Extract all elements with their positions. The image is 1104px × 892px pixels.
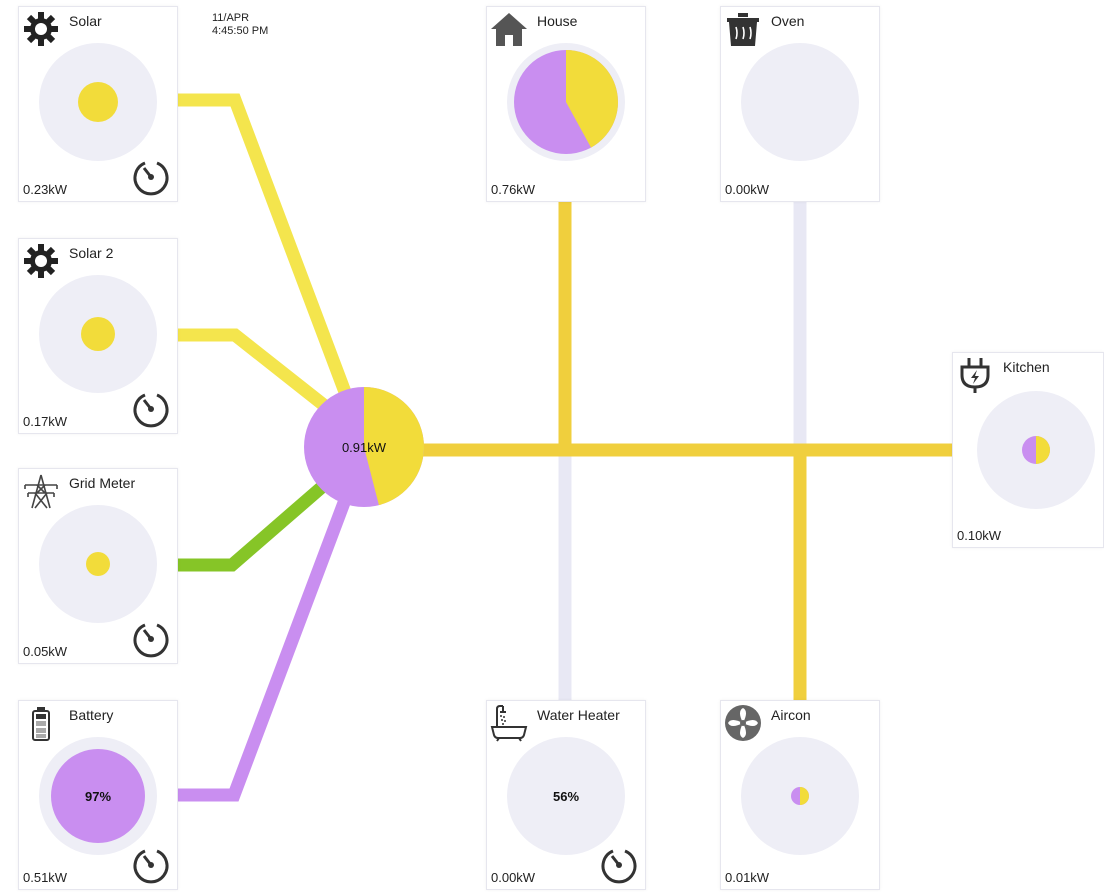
grid-meter-disc bbox=[39, 505, 157, 623]
water-heater-card[interactable]: Water Heater 56% 0.00kW bbox=[486, 700, 646, 890]
timestamp: 11/APR 4:45:50 PM bbox=[212, 12, 268, 38]
kitchen-card[interactable]: Kitchen 0.10kW bbox=[952, 352, 1104, 548]
solar-2-power: 0.17kW bbox=[23, 414, 68, 429]
timestamp-time: 4:45:50 PM bbox=[212, 25, 269, 37]
kitchen-pie bbox=[1022, 436, 1050, 464]
water-heater-title: Water Heater bbox=[537, 707, 620, 723]
gauge-icon[interactable] bbox=[131, 157, 171, 197]
aircon-disc bbox=[741, 737, 859, 855]
sun-icon bbox=[21, 9, 61, 49]
flow-solar bbox=[160, 93, 355, 403]
house-card[interactable]: House 0.76kW bbox=[486, 6, 646, 202]
aircon-title: Aircon bbox=[771, 707, 811, 723]
house-pie bbox=[514, 50, 619, 154]
grid-meter-card[interactable]: Grid Meter 0.05kW bbox=[18, 468, 178, 664]
flow-grid bbox=[158, 475, 335, 572]
oven-icon bbox=[723, 9, 763, 49]
flow-solar-2 bbox=[160, 328, 335, 416]
water-heater-disc: 56% bbox=[507, 737, 625, 855]
battery-disc: 97% bbox=[39, 737, 157, 855]
house-title: House bbox=[537, 13, 578, 29]
battery-power: 0.51kW bbox=[23, 870, 68, 885]
flow-battery bbox=[158, 497, 352, 802]
oven-title: Oven bbox=[771, 13, 805, 29]
oven-card[interactable]: Oven 0.00kW bbox=[720, 6, 880, 202]
solar-2-level-dot bbox=[81, 317, 115, 351]
plug-icon bbox=[955, 355, 995, 395]
aircon-pie bbox=[791, 787, 809, 805]
battery-title: Battery bbox=[69, 707, 114, 723]
solar-level-dot bbox=[78, 82, 118, 122]
water-heater-power: 0.00kW bbox=[491, 870, 536, 885]
kitchen-power: 0.10kW bbox=[957, 528, 1002, 543]
gauge-icon[interactable] bbox=[599, 845, 639, 885]
hub-solar-slice bbox=[364, 387, 424, 506]
solar-2-title: Solar 2 bbox=[69, 245, 114, 261]
oven-disc bbox=[741, 43, 859, 161]
grid-meter-title: Grid Meter bbox=[69, 475, 136, 491]
solar-2-card[interactable]: Solar 2 0.17kW bbox=[18, 238, 178, 434]
battery-icon bbox=[21, 703, 61, 743]
aircon-solar-slice bbox=[800, 787, 809, 805]
solar-title: Solar bbox=[69, 13, 102, 29]
kitchen-title: Kitchen bbox=[1003, 359, 1050, 375]
oven-power: 0.00kW bbox=[725, 182, 770, 197]
timestamp-date: 11/APR bbox=[212, 12, 250, 24]
house-power: 0.76kW bbox=[491, 182, 536, 197]
battery-level: 97% bbox=[84, 788, 112, 804]
gauge-icon[interactable] bbox=[131, 619, 171, 659]
house-disc bbox=[507, 43, 625, 161]
gauge-icon[interactable] bbox=[131, 845, 171, 885]
solar-disc bbox=[39, 43, 157, 161]
bathtub-icon bbox=[489, 703, 529, 743]
aircon-power: 0.01kW bbox=[725, 870, 770, 885]
sun-icon bbox=[21, 241, 61, 281]
water-heater-level: 56% bbox=[552, 788, 580, 804]
kitchen-disc bbox=[977, 391, 1095, 509]
battery-level-fill: 97% bbox=[51, 749, 145, 843]
grid-meter-power: 0.05kW bbox=[23, 644, 68, 659]
house-icon bbox=[489, 9, 529, 49]
fan-icon bbox=[723, 703, 763, 743]
kitchen-solar-slice bbox=[1036, 436, 1050, 464]
grid-meter-level-dot bbox=[86, 552, 110, 576]
aircon-card[interactable]: Aircon 0.01kW bbox=[720, 700, 880, 890]
solar-card[interactable]: Solar 0.23kW bbox=[18, 6, 178, 202]
hub-pie bbox=[304, 387, 424, 507]
power-pylon-icon bbox=[21, 471, 61, 511]
solar-2-disc bbox=[39, 275, 157, 393]
house-solar-slice bbox=[566, 50, 619, 148]
battery-card[interactable]: Battery 97% 0.51kW bbox=[18, 700, 178, 890]
solar-power: 0.23kW bbox=[23, 182, 68, 197]
gauge-icon[interactable] bbox=[131, 389, 171, 429]
